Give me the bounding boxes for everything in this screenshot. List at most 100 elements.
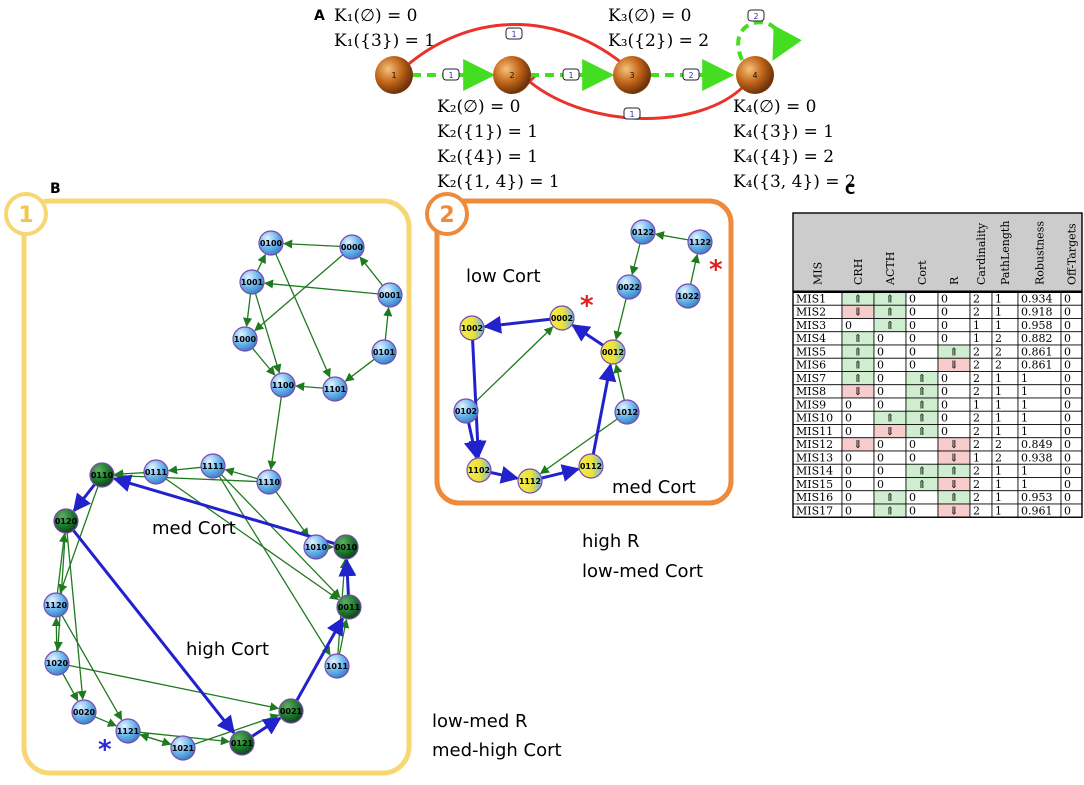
- table-cell: ⇓: [885, 425, 894, 438]
- attractor-1-state-circle: [71, 699, 97, 725]
- table-cell: 0: [909, 306, 916, 319]
- attractor-1-edge-1001-0100: [256, 253, 266, 272]
- table-cell: 2: [973, 425, 980, 438]
- table-cell: ⇑: [949, 465, 958, 478]
- attractor-2-state-circle: [616, 274, 642, 300]
- attractor-2-state-node-0122: 0122: [630, 219, 656, 245]
- attractor-1-region-med-cort: med Cort: [152, 518, 236, 539]
- table-cell: 2: [973, 359, 980, 372]
- attractor-2-edge-1012-0012: [613, 363, 625, 401]
- attractor-2-state-node-1022: 1022: [675, 283, 701, 309]
- attractor-1-edge-1100-1110: [267, 396, 282, 471]
- table-cell: ⇓: [853, 385, 862, 398]
- table-cell: 0: [877, 438, 884, 451]
- table-cell: 0.882: [1021, 332, 1053, 345]
- attractor-1-edge-0101-0001: [383, 306, 393, 341]
- attractor-1-state-node-1111: 1111: [200, 453, 226, 479]
- svg-text:2: 2: [753, 12, 758, 21]
- table-cell: ⇑: [917, 425, 926, 438]
- table-cell: 0: [1064, 504, 1071, 517]
- attractor-2-edge-0112-0012: [591, 363, 617, 455]
- table-cell: 1: [995, 319, 1002, 332]
- attractor-2-state-label: 0002: [551, 314, 573, 323]
- attractor-1-state-label: 1000: [234, 335, 257, 344]
- svg-text:K₁(∅) = 0: K₁(∅) = 0: [334, 6, 417, 26]
- table-cell: ⇑: [917, 398, 926, 411]
- svg-text:K₄({3}) = 1: K₄({3}) = 1: [733, 122, 834, 142]
- table-cell: 0: [909, 491, 916, 504]
- table-cell: 1: [1021, 478, 1028, 491]
- attractor-1-state-label: 1111: [202, 462, 225, 471]
- gene-node-1: 1: [375, 56, 413, 94]
- svg-text:K₃({2}) = 2: K₃({2}) = 2: [608, 31, 709, 51]
- table-cell: 0: [941, 425, 948, 438]
- attractor-1-edges: [51, 239, 393, 747]
- svg-text:1: 1: [568, 71, 573, 80]
- attractor-2-state-circle: [687, 229, 713, 255]
- table-cell: 2: [973, 345, 980, 358]
- svg-text:K₄(∅) = 0: K₄(∅) = 0: [733, 97, 816, 117]
- table-cell: 0: [1064, 438, 1071, 451]
- table-cell: ⇓: [949, 359, 958, 372]
- attractor-2-edge-1022-1122: [689, 253, 700, 285]
- table-cell: 1: [995, 425, 1002, 438]
- attractor-1-badge: [4, 192, 48, 236]
- table-cell: ⇑: [853, 332, 862, 345]
- table-header-acth: ACTH: [884, 252, 897, 286]
- table-cell: ⇓: [949, 504, 958, 517]
- attractor-2-state-circle: [630, 219, 656, 245]
- table-cell: 0: [1064, 359, 1071, 372]
- table-header-mis: MIS: [812, 262, 825, 285]
- table-cell: 1: [1021, 398, 1028, 411]
- table-cell: 0.961: [1021, 504, 1053, 517]
- attractor-1-edge-0120-0020: [66, 532, 87, 701]
- attractor-1-state-node-0021: 0021: [278, 698, 304, 724]
- attractor-2-edge-1122-0122: [654, 231, 689, 241]
- table-cell: 0: [941, 385, 948, 398]
- table-cell: 2: [973, 306, 980, 319]
- attractor-2-state-node-0012: 0012: [600, 339, 626, 365]
- attractor-1-edge-0020-1121: [94, 716, 117, 727]
- svg-text:K₂({1}) = 1: K₂({1}) = 1: [437, 122, 538, 142]
- attractor-2-state-circle: [466, 457, 492, 483]
- edge-label-2-3: 1: [562, 68, 580, 81]
- panel-letter-c: C: [845, 182, 855, 198]
- attractor-2-state-node-1122: 1122: [687, 229, 713, 255]
- table-cell: 0: [1064, 319, 1071, 332]
- table-cell: 2: [973, 292, 980, 305]
- table-cell: 0: [877, 372, 884, 385]
- attractor-1-state-node-0101: 0101: [371, 339, 397, 365]
- attractor-2-edge-0022-0012: [613, 298, 627, 341]
- table-cell: MIS14: [796, 465, 833, 478]
- attractor-1-edge-0100-1101: [275, 253, 331, 378]
- attractor-2-state-circle: [675, 283, 701, 309]
- table-cell: 0: [1064, 345, 1071, 358]
- table-cell: 0: [909, 438, 916, 451]
- attractor-1-edge-0001-1001: [263, 279, 379, 295]
- table-cell: ⇑: [917, 412, 926, 425]
- table-cell: 0: [941, 292, 948, 305]
- attractor-1-state-label: 0110: [91, 471, 114, 480]
- attractor-1-badge-label: 1: [18, 203, 33, 228]
- attractor-1-state-label: 1110: [258, 478, 281, 487]
- table-cell: MIS4: [796, 332, 826, 345]
- equations-k1: K₁(∅) = 0 K₁({3}) = 1: [334, 6, 435, 51]
- attractor-1-edge-1101-1100: [295, 382, 324, 392]
- attractor-1-edge-1020-0021: [68, 664, 280, 712]
- table-cell: 1: [1021, 425, 1028, 438]
- svg-text:K₃(∅) = 0: K₃(∅) = 0: [608, 6, 691, 26]
- attractor-2-state-label: 0022: [618, 283, 640, 292]
- attractor-1-state-circle: [333, 534, 359, 560]
- table-cell: 2: [973, 412, 980, 425]
- attractor-1-state-label: 0011: [338, 603, 361, 612]
- edge-label-3-4: 2: [682, 68, 700, 81]
- attractor-2-edge-0012-0002: [571, 323, 604, 347]
- edge-label-3-1: 1: [505, 27, 523, 40]
